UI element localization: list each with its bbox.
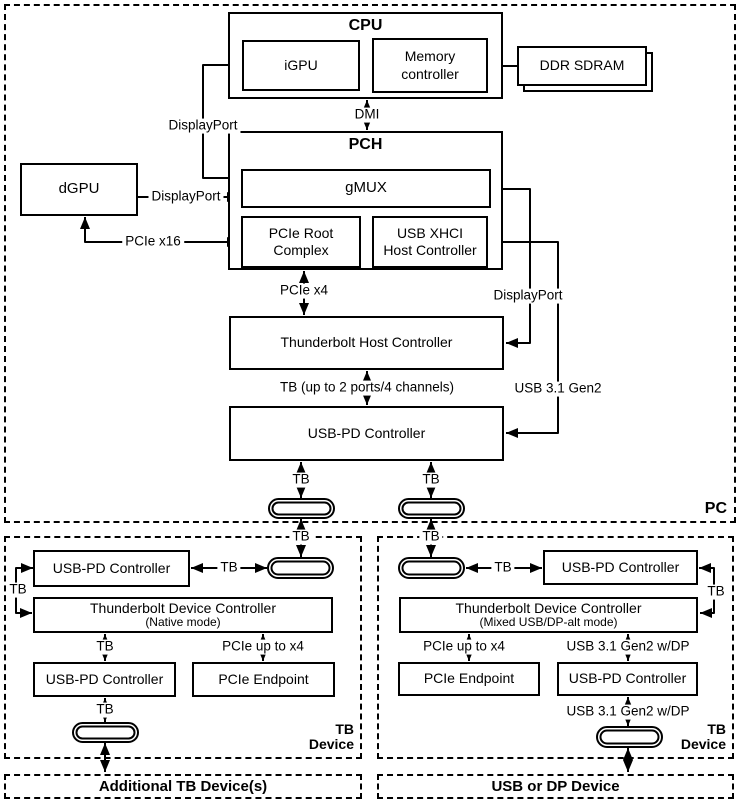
tb-port-connector-mixed-bottom — [596, 726, 663, 748]
usb-pd-controller-native-top-box: USB-PD Controller — [33, 550, 190, 587]
pc-section: PC — [4, 4, 736, 523]
tb-side-native-label: TB — [6, 582, 30, 598]
tb-port-right-label: TB — [419, 472, 443, 488]
usb31-wdp-lower-label: USB 3.1 Gen2 w/DP — [563, 704, 693, 720]
tb-cable-right-label: TB — [419, 529, 443, 545]
thunderbolt-device-controller-mixed-box: Thunderbolt Device Controller (Mixed USB… — [399, 597, 698, 633]
tb-device-mixed-section: TB Device — [377, 536, 734, 759]
tb-down-native-label: TB — [93, 639, 117, 655]
tb-port-connector-pc-right — [398, 498, 465, 519]
link-displayport-gmux-thc — [491, 188, 531, 348]
cpu-title: CPU — [348, 17, 383, 34]
tdc-mixed-title: Thunderbolt Device Controller — [455, 600, 642, 617]
tb-out-native-label: TB — [93, 702, 117, 718]
tb-device-native-section: TB Device — [4, 536, 362, 759]
dmi-label: DMI — [351, 107, 383, 123]
tb-device-native-label: TB Device — [308, 720, 354, 753]
usb-or-dp-device-label: USB or DP Device — [491, 778, 620, 795]
tb-port-native-label: TB — [217, 560, 241, 576]
tb-port-connector-native-top — [267, 557, 334, 579]
usb-pd-controller-mixed-top-box: USB-PD Controller — [543, 550, 698, 585]
pcie-endpoint-native-box: PCIe Endpoint — [192, 662, 335, 697]
usb-pd-controller-mixed-bottom-box: USB-PD Controller — [557, 662, 698, 696]
usb-pd-controller-pc-box: USB-PD Controller — [229, 406, 504, 461]
thunderbolt-device-controller-native-box: Thunderbolt Device Controller (Native mo… — [33, 597, 333, 633]
usb31-wdp-upper-label: USB 3.1 Gen2 w/DP — [563, 639, 693, 655]
displayport-gmux-label: DisplayPort — [490, 288, 566, 304]
tb-device-mixed-label: TB Device — [680, 720, 726, 753]
displayport-dgpu-label: DisplayPort — [148, 189, 224, 205]
displayport-igpu-label: DisplayPort — [165, 118, 241, 134]
usb-or-dp-device-banner: USB or DP Device — [377, 774, 734, 799]
tb-side-mixed-label: TB — [704, 584, 728, 600]
usb-pd-controller-native-bottom-box: USB-PD Controller — [33, 662, 176, 697]
tb-port-connector-native-bottom — [72, 722, 139, 743]
tb-port-connector-mixed-top — [398, 557, 465, 579]
usb-xhci-box: USB XHCI Host Controller — [372, 216, 488, 268]
pcie-x4-label: PCIe x4 — [276, 283, 332, 299]
tb-port-left-label: TB — [289, 472, 313, 488]
pcie-up-to-x4-native-label: PCIe up to x4 — [219, 639, 307, 655]
memory-controller-box: Memory controller — [372, 38, 488, 93]
tb-ports — [72, 498, 663, 748]
link-usb31-gen2 — [488, 241, 559, 438]
tb-cable-left-label: TB — [289, 529, 313, 545]
tb-port-connector-pc-left — [268, 498, 335, 519]
pcie-root-complex-box: PCIe Root Complex — [241, 216, 361, 268]
dgpu-box: dGPU — [20, 163, 138, 216]
pcie-endpoint-mixed-box: PCIe Endpoint — [398, 662, 540, 696]
additional-tb-devices-banner: Additional TB Device(s) — [4, 774, 362, 799]
pcie-up-to-x4-mixed-label: PCIe up to x4 — [420, 639, 508, 655]
pch-title: PCH — [348, 136, 383, 153]
gmux-box: gMUX — [241, 169, 491, 208]
tdc-native-title: Thunderbolt Device Controller — [90, 600, 276, 617]
additional-tb-devices-label: Additional TB Device(s) — [98, 778, 268, 795]
tdc-native-mode: (Native mode) — [145, 615, 221, 630]
usb31-gen2-label: USB 3.1 Gen2 — [511, 381, 605, 397]
pc-section-label: PC — [704, 500, 727, 517]
igpu-box: iGPU — [242, 40, 360, 91]
thunderbolt-host-controller-box: Thunderbolt Host Controller — [229, 316, 504, 370]
tb-channels-label: TB (up to 2 ports/4 channels) — [276, 380, 458, 396]
link-pcie-x16 — [80, 217, 239, 247]
ddr-sdram-box: DDR SDRAM — [517, 46, 647, 86]
pcie-x16-label: PCIe x16 — [122, 234, 184, 250]
tdc-mixed-mode: (Mixed USB/DP-alt mode) — [479, 615, 618, 630]
tb-port-mixed-label: TB — [491, 560, 515, 576]
